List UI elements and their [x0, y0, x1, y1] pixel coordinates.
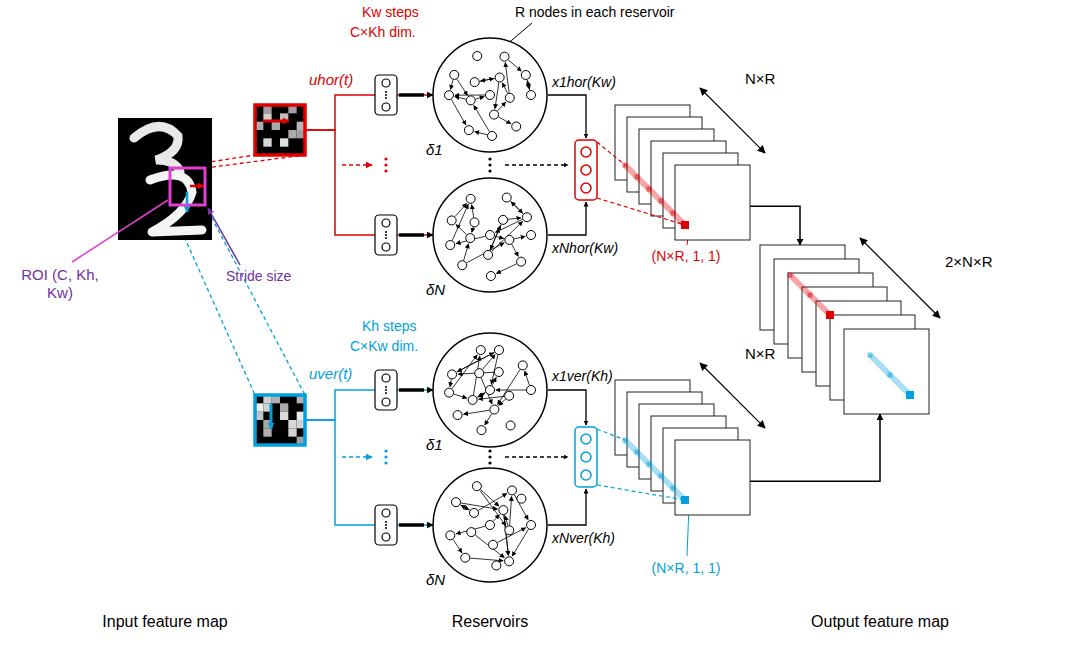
callout-text: R nodes in each reservoir — [515, 4, 675, 21]
node-shape — [255, 105, 305, 155]
feature-map-stack: N×R — [615, 105, 750, 240]
reservoir: δ1 — [432, 332, 548, 448]
patch-pixels — [255, 395, 305, 445]
column-title: Output feature map — [811, 612, 949, 631]
input-scale: δ1 — [426, 436, 443, 454]
input-scale: δN — [426, 281, 445, 299]
reservoir-outline — [433, 333, 547, 447]
input-patch: uver(t) — [255, 395, 305, 445]
reservoir-outline — [433, 468, 547, 582]
flow-arrow — [305, 420, 433, 525]
input-arrows — [399, 95, 424, 525]
reservoir-units — [446, 193, 536, 280]
depth-label: 2×N×R — [945, 253, 993, 271]
node-shape — [615, 105, 750, 240]
stride-label: Stride size — [226, 268, 291, 285]
patch-border — [255, 105, 305, 155]
feature-map-stack: N×R — [615, 380, 750, 515]
feature-maps — [615, 105, 750, 240]
state-label: xNver(Kh) — [552, 530, 615, 547]
flow-arrow — [305, 390, 433, 420]
depth-arrows — [700, 88, 940, 428]
reservoir: δN — [432, 177, 548, 293]
reservoir-links — [450, 352, 529, 425]
state-vectors — [575, 140, 597, 487]
flow-arrow — [750, 206, 800, 245]
reservoir-outline — [433, 178, 547, 292]
reservoir-units — [446, 482, 536, 570]
step-count: Kh steps — [362, 318, 416, 335]
node-shape — [432, 37, 548, 153]
state-label: x1ver(Kh) — [552, 368, 613, 385]
depth-label: N×R — [745, 345, 775, 363]
input-scale: δN — [426, 571, 445, 589]
column-title: Reservoirs — [452, 612, 528, 631]
reservoir-links — [453, 490, 528, 561]
element-dots — [597, 429, 689, 504]
roi-box: ROI (C, Kh, Kw) — [170, 168, 205, 205]
step-count: Kw steps — [362, 4, 419, 21]
reservoir-units — [445, 52, 536, 141]
node-shape — [432, 332, 548, 448]
more-arrows — [342, 165, 568, 457]
node-shape — [760, 245, 929, 414]
scan-arrow — [263, 120, 289, 123]
reservoir-links — [452, 201, 525, 273]
element-dots — [788, 273, 915, 400]
output-feature-map: 2×N×R — [760, 245, 929, 414]
flow-arrow — [750, 414, 880, 481]
roi-leader — [72, 200, 168, 262]
depth-label: N×R — [745, 70, 775, 88]
node-shape — [615, 380, 750, 515]
input-scale: δ1 — [426, 141, 443, 159]
reservoir: δN — [432, 467, 548, 583]
feature-maps — [615, 380, 750, 515]
state-label: x1hor(Kw) — [552, 74, 616, 91]
element-dots — [597, 142, 689, 229]
node-shape — [255, 395, 305, 445]
reservoir: δ1 — [432, 37, 548, 153]
element-size: (N×R, 1, 1) — [652, 560, 721, 577]
stride-leader — [208, 208, 240, 265]
state-label: xNhor(Kw) — [552, 240, 618, 257]
reservoir-links — [451, 60, 530, 135]
patch-pixels — [255, 105, 305, 155]
input-signal: uver(t) — [309, 365, 352, 383]
node-shape — [432, 177, 548, 293]
patch-border — [255, 395, 305, 445]
node-shape — [432, 467, 548, 583]
input-dimension: C×Kw dim. — [350, 338, 418, 355]
ellipsis-dots — [384, 91, 491, 529]
roi-outline — [170, 168, 205, 205]
input-patch: uhor(t) — [255, 105, 305, 155]
scan-arrow — [270, 403, 273, 429]
column-title: Input feature map — [102, 612, 227, 631]
reservoir-units — [445, 346, 536, 435]
node-shape — [170, 168, 205, 205]
input-vectors — [375, 75, 397, 545]
flow-arrow — [305, 95, 433, 130]
roi-label: ROI (C, Kh, Kw) — [18, 266, 102, 302]
flow-arrow — [305, 130, 433, 235]
input-signal: uhor(t) — [309, 71, 353, 89]
input-image — [118, 118, 212, 240]
input-dimension: C×Kh dim. — [350, 24, 416, 41]
feature-maps — [760, 245, 929, 414]
element-size: (N×R, 1, 1) — [652, 248, 721, 265]
reservoir-outline — [433, 38, 547, 152]
